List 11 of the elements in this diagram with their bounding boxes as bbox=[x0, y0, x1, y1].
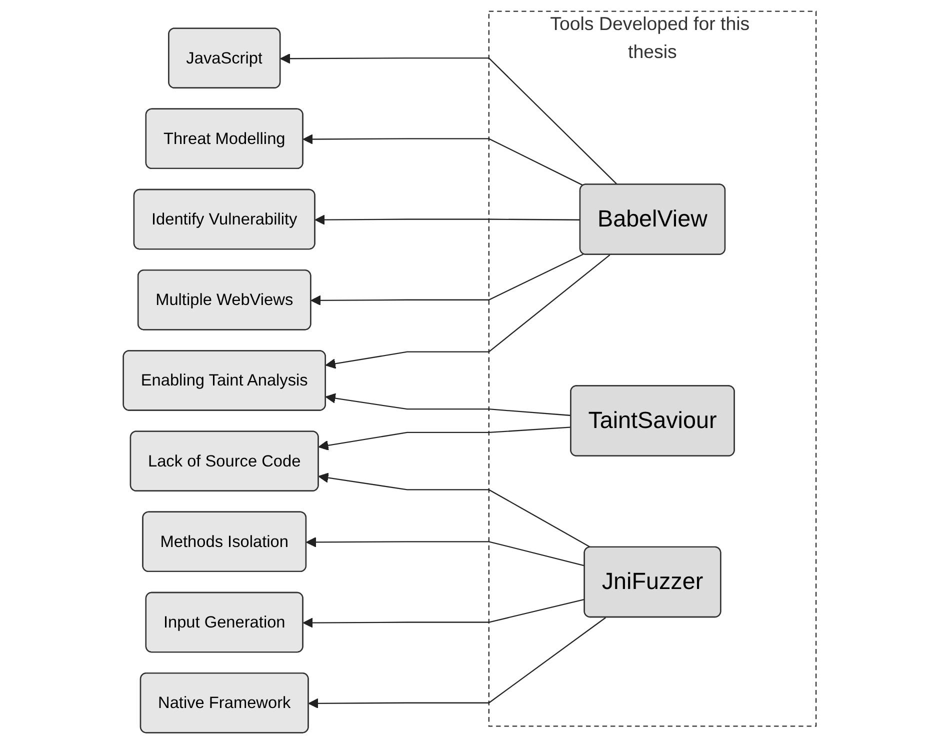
arrow bbox=[310, 254, 584, 306]
arrow bbox=[325, 393, 572, 416]
arrow bbox=[302, 134, 584, 186]
arrow bbox=[318, 472, 592, 548]
arrow bbox=[308, 617, 606, 709]
arrow bbox=[325, 254, 610, 369]
arrow bbox=[306, 537, 585, 566]
arrow bbox=[280, 53, 618, 186]
arrow bbox=[302, 598, 585, 628]
arrow bbox=[314, 214, 580, 225]
arrow bbox=[318, 426, 572, 451]
